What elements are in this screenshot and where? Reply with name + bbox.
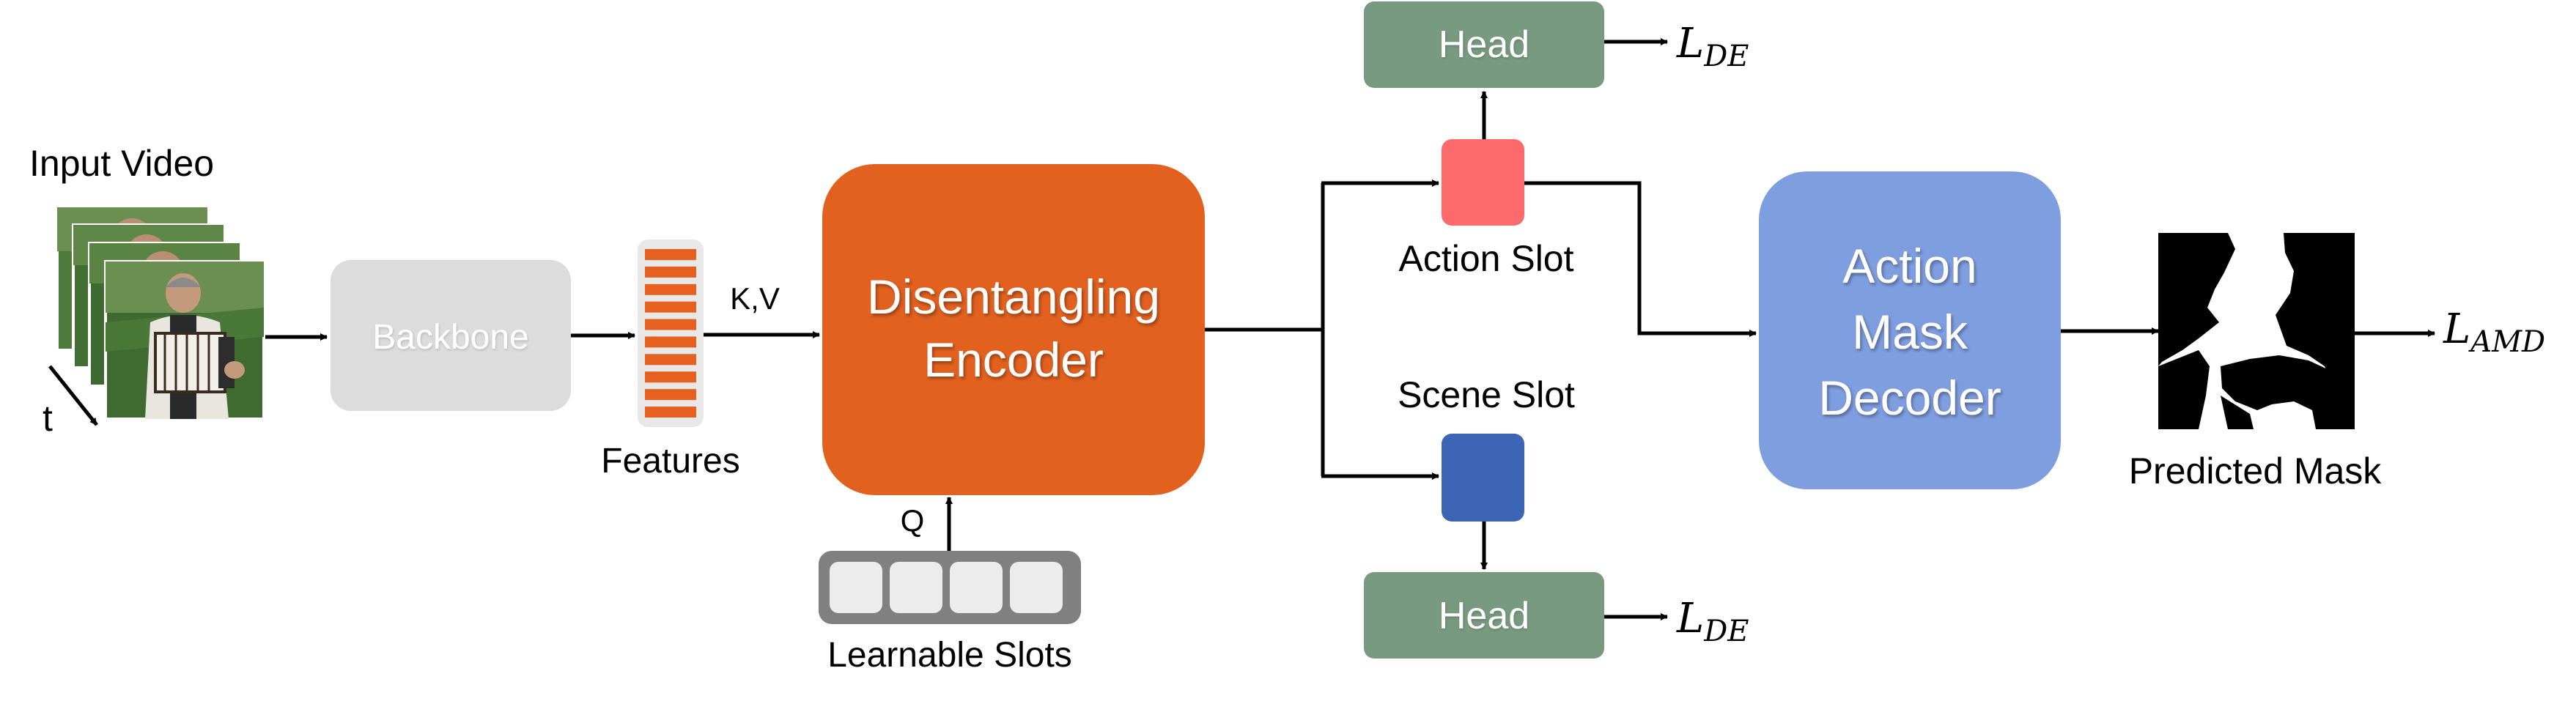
q-label: Q	[901, 503, 925, 538]
learnable-slot-cell	[890, 562, 942, 613]
head-top-block	[1364, 1, 1604, 88]
learnable-slots-label: Learnable Slots	[827, 636, 1072, 675]
head-top-label: Head	[1439, 23, 1529, 66]
decoder-label-line2: Mask	[1852, 305, 1968, 359]
decoder-label-line1: Action	[1842, 239, 1977, 293]
feature-bar	[645, 354, 696, 366]
learnable-slot-cells	[830, 562, 1063, 613]
feature-bar	[645, 266, 696, 278]
disentangling-encoder-block	[822, 164, 1205, 495]
encoder-label-line1: Disentangling	[867, 270, 1160, 324]
feature-bar	[645, 389, 696, 401]
input-video-label: Input Video	[29, 143, 214, 184]
head-bottom-block	[1364, 572, 1604, 659]
input-video-frames	[56, 206, 265, 420]
scene-slot-label: Scene Slot	[1398, 374, 1575, 415]
scene-slot-block	[1442, 434, 1524, 522]
action-slot-block	[1442, 139, 1524, 226]
loss-de-top: LDE	[1676, 20, 1749, 73]
features-label: Features	[601, 442, 739, 481]
action-mask-decoder-block	[1759, 171, 2061, 489]
feature-bar	[645, 371, 696, 383]
predicted-mask-label: Predicted Mask	[2129, 450, 2383, 492]
predicted-mask-image	[2158, 233, 2355, 429]
head-bottom-label: Head	[1439, 595, 1529, 637]
learnable-slot-cell	[1010, 562, 1063, 613]
feature-bar	[645, 319, 696, 330]
time-axis-label: t	[43, 398, 53, 439]
loss-amd: LAMD	[2443, 305, 2545, 359]
backbone-block	[331, 260, 571, 411]
feature-bar	[645, 301, 696, 313]
feature-bar	[645, 336, 696, 348]
kv-label: K,V	[730, 281, 780, 316]
feature-bars	[645, 249, 696, 418]
feature-bar	[645, 407, 696, 418]
time-axis-arrow	[48, 365, 98, 426]
encoder-label-line2: Encoder	[923, 333, 1104, 387]
learnable-slot-cell	[950, 562, 1003, 613]
action-slot-label: Action Slot	[1398, 238, 1573, 279]
loss-de-bottom: LDE	[1676, 595, 1749, 648]
backbone-label: Backbone	[372, 318, 529, 357]
arrow-action-slot-to-decoder	[1524, 181, 1757, 337]
decoder-label-line3: Decoder	[1818, 371, 2001, 425]
learnable-slot-cell	[830, 562, 882, 613]
video-frame-front	[104, 260, 265, 420]
feature-bar	[645, 283, 696, 295]
feature-bar	[645, 249, 696, 260]
